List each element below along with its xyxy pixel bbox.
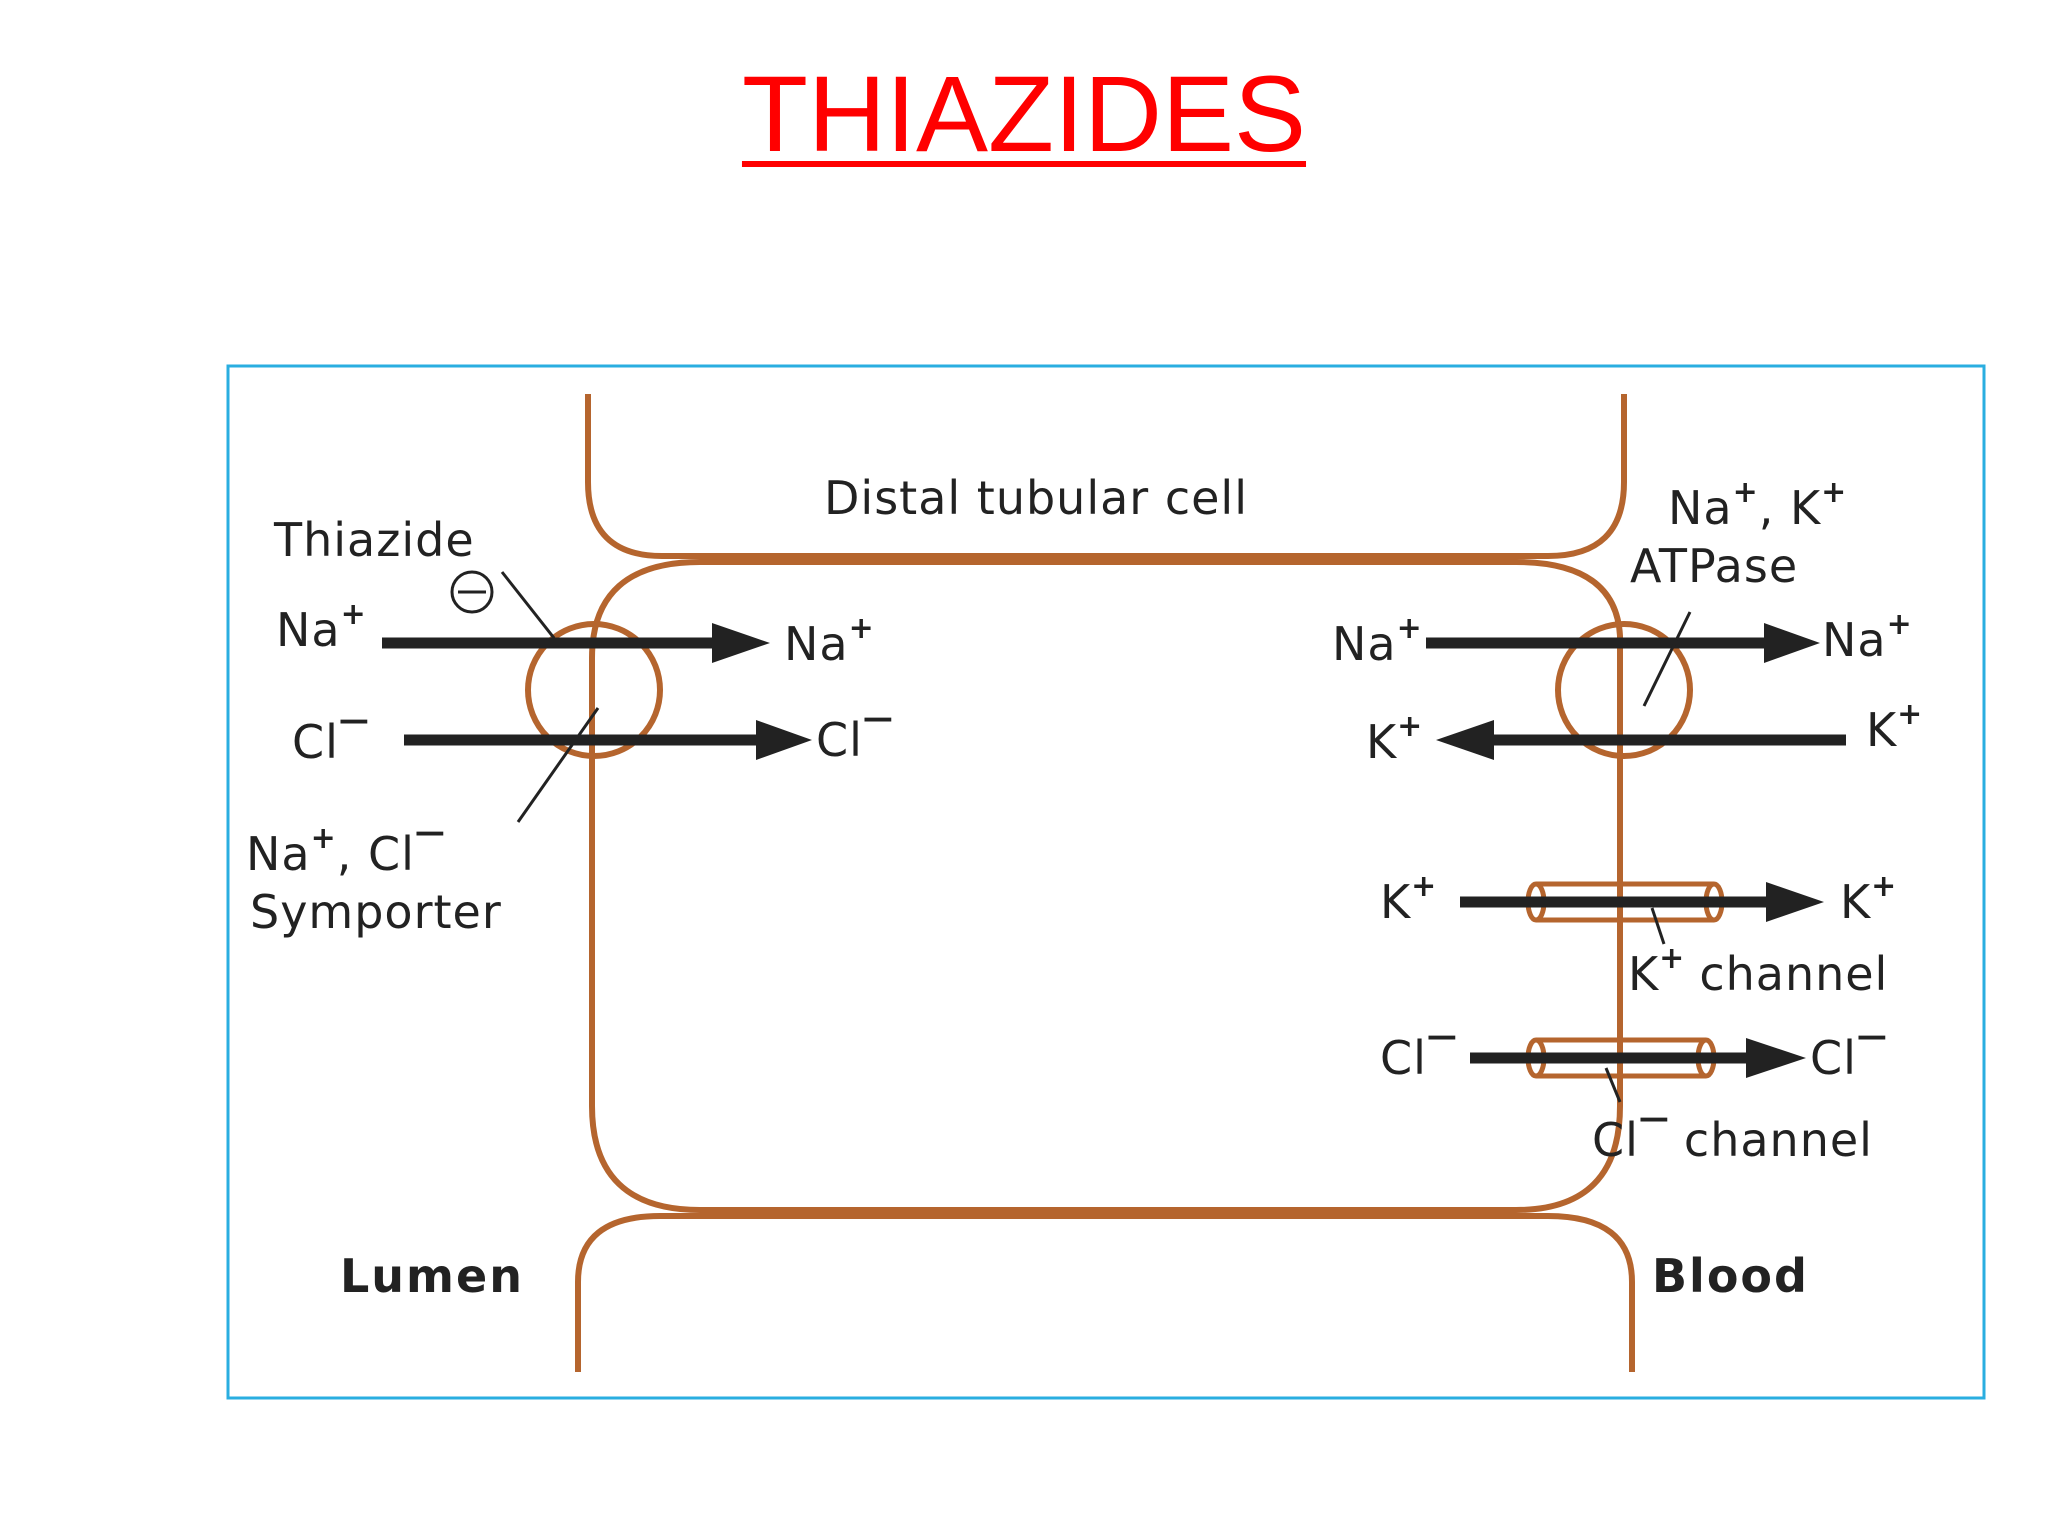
cl-lumen-label: Cl— (292, 703, 370, 769)
inhibit-icon (450, 570, 494, 614)
diagram-frame (226, 364, 1986, 1400)
cl-channel-pointer (1604, 1067, 1622, 1103)
na-blood-label: Na+ (1822, 607, 1913, 667)
cl-symporter-arrowhead (756, 720, 812, 760)
k-blood-label: K+ (1866, 697, 1923, 757)
atpase-label-line2: ATPase (1630, 539, 1798, 593)
na-cell-label: Na+ (784, 611, 875, 671)
na-lumen-label: Na+ (276, 597, 367, 657)
atpase-circle (1555, 621, 1693, 759)
cl-channel-arrowhead (1746, 1038, 1806, 1078)
k-channel-out-label: K+ (1840, 869, 1897, 929)
cell-body-outline (589, 559, 1623, 1213)
atpase-label-line1: Na+, K+ (1668, 475, 1847, 535)
cl-channel-label: Cl—channel (1592, 1101, 1873, 1167)
k-channel-pointer (1650, 907, 1666, 945)
symporter-circle (525, 621, 663, 759)
cl-channel-out-label: Cl— (1810, 1019, 1888, 1085)
cell-membranes (575, 394, 1635, 1372)
na-cell-right-label: Na+ (1332, 611, 1423, 671)
k-channel-in-label: K+ (1380, 869, 1437, 929)
drug-label: Thiazide (273, 513, 475, 567)
cl-cell-label: Cl— (816, 701, 894, 767)
symporter-label-line1: Na+, Cl— (246, 815, 446, 881)
thiazide-pointer (500, 571, 556, 639)
na-symporter-arrowhead (712, 623, 770, 663)
k-atpase-arrowhead (1436, 720, 1494, 760)
slide-title: THIAZIDES (741, 53, 1307, 174)
cell-label: Distal tubular cell (824, 471, 1248, 525)
transport-arrows (382, 637, 1846, 1064)
lumen-label: Lumen (340, 1249, 524, 1303)
symporter-pointer (516, 707, 600, 823)
bottom-left-wall (575, 1213, 1635, 1372)
atpase-pointer (1642, 611, 1692, 707)
k-channel-label: K+channel (1628, 941, 1888, 1001)
arrowheads (712, 623, 1824, 1078)
symporter-label-line2: Symporter (250, 885, 502, 939)
na-atpase-arrowhead (1764, 623, 1820, 663)
k-channel-arrowhead (1766, 882, 1824, 922)
cl-channel-in-label: Cl— (1380, 1019, 1458, 1085)
pointer-lines (500, 571, 1692, 1103)
top-left-wall (585, 394, 1627, 559)
k-cell-label: K+ (1366, 709, 1423, 769)
blood-label: Blood (1652, 1249, 1809, 1303)
